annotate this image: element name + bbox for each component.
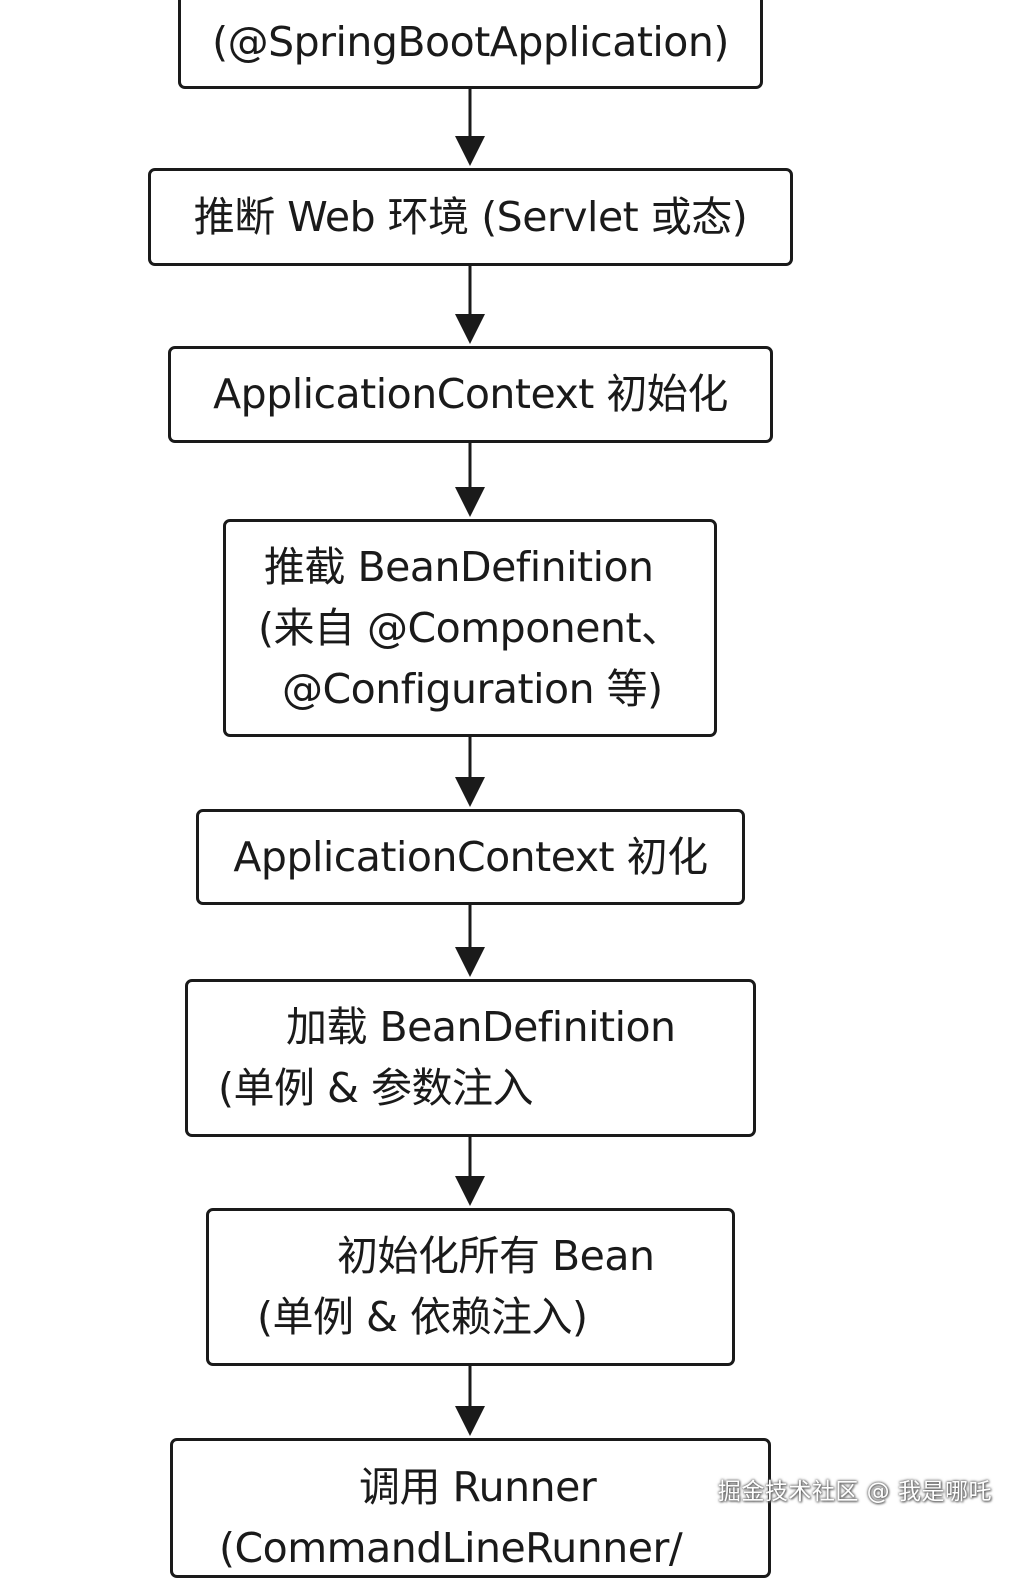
step-4-line-1: 推截 BeanDefinition	[264, 542, 654, 591]
step-box-infer-web-environment: 推断 Web 环境 (Servlet 或态)	[148, 168, 793, 266]
step-6-line-2: (单例 & 参数注入	[218, 1064, 534, 1112]
watermark-text: 掘金技术社区 @ 我是哪吒	[717, 1479, 992, 1505]
step-7-line-1: 初始化所有 Bean	[337, 1232, 655, 1280]
step-4-line-2: (来自 @Component、	[258, 603, 682, 652]
step-5-line-1: ApplicationContext 初化	[233, 832, 708, 881]
step-8-line-2: (CommandLineRunner/	[219, 1524, 683, 1572]
step-box-init-all-beans: 初始化所有 Bean (单例 & 依赖注入)	[206, 1208, 735, 1366]
step-box-load-beandefinition: 加载 BeanDefinition (单例 & 参数注入	[185, 979, 756, 1137]
step-box-applicationcontext-init: ApplicationContext 初始化	[168, 346, 773, 443]
step-7-line-2: (单例 & 依赖注入)	[257, 1293, 588, 1341]
step-2-line-1: 推断 Web 环境 (Servlet 或态)	[193, 192, 748, 241]
flow-arrows	[455, 89, 485, 1436]
step-4-line-3: @Configuration 等)	[282, 664, 663, 713]
step-1-line-1: (@SpringBootApplication)	[212, 18, 729, 66]
step-8-line-1: 调用 Runner	[359, 1463, 597, 1511]
step-6-line-1: 加载 BeanDefinition	[286, 1003, 676, 1051]
step-box-scan-beandefinition: 推截 BeanDefinition (来自 @Component、 @Confi…	[223, 519, 717, 737]
step-box-springbootapplication: (@SpringBootApplication)	[178, 0, 763, 89]
step-3-line-1: ApplicationContext 初始化	[213, 370, 728, 418]
step-box-applicationcontext-init-2: ApplicationContext 初化	[196, 809, 745, 905]
step-box-call-runner: 调用 Runner (CommandLineRunner/	[170, 1438, 771, 1578]
